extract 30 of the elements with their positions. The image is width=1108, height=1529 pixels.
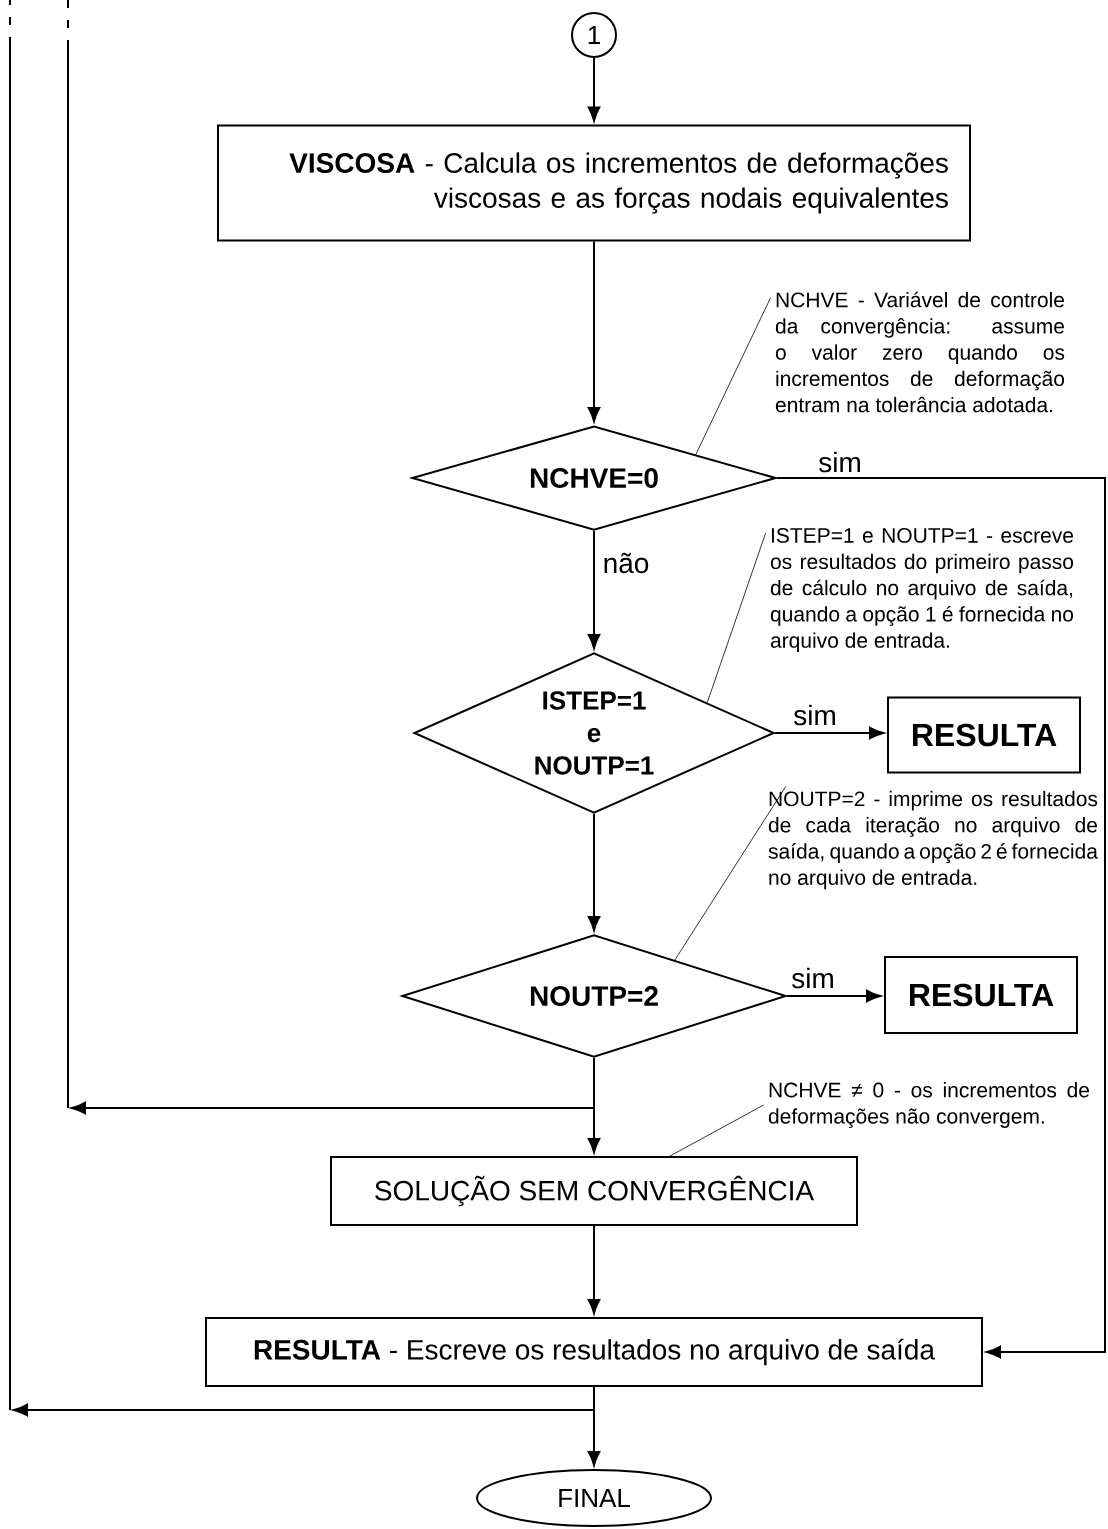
edge-label: sim [815, 448, 865, 476]
arrow [587, 57, 601, 122]
process-box: RESULTA [884, 956, 1078, 1034]
process-box: RESULTA - Escreve os resultados no arquivo de saída [205, 1317, 983, 1387]
leader-line [674, 786, 787, 961]
arrow [13, 1403, 595, 1417]
process-box: SOLUÇÃO SEM CONVERGÊNCIA [330, 1156, 858, 1226]
process-box: VISCOSA - Calcula os incrementos de deformações viscosas e as forças nodais equivalentes [217, 124, 971, 242]
leader-line [695, 297, 771, 455]
arrow [587, 530, 601, 649]
arrow [786, 989, 882, 1003]
connector-line [593, 1057, 595, 1109]
arrow [774, 726, 885, 740]
arrow [587, 1225, 601, 1315]
arrow [587, 1107, 601, 1154]
leader-line [706, 532, 766, 704]
edge-label: sim [788, 964, 838, 992]
arrow [71, 1101, 595, 1115]
arrow [587, 240, 601, 422]
annotation-text: NCHVE ≠ 0 - os incrementos de deformações não convergem. [768, 1082, 1089, 1128]
annotation-text: NCHVE - Variável de controle da convergência: assume o valor zero quando os incrementos de deformação entram na tolerância adotada. [775, 291, 1065, 413]
edge-label: não [599, 549, 653, 577]
connector-line [593, 1386, 595, 1411]
arrow [587, 813, 601, 932]
edge-label: sim [790, 701, 840, 729]
arrow [587, 1409, 601, 1467]
arrow [776, 477, 1106, 1359]
process-box: RESULTA [887, 696, 1081, 774]
annotation-text: ISTEP=1 e NOUTP=1 - escreve os resultados do primeiro passo de cálculo no arquivo de saída, quando a opção 1 é fornecida no arquivo de entrada. [770, 528, 1074, 652]
leader-line [669, 1104, 764, 1157]
